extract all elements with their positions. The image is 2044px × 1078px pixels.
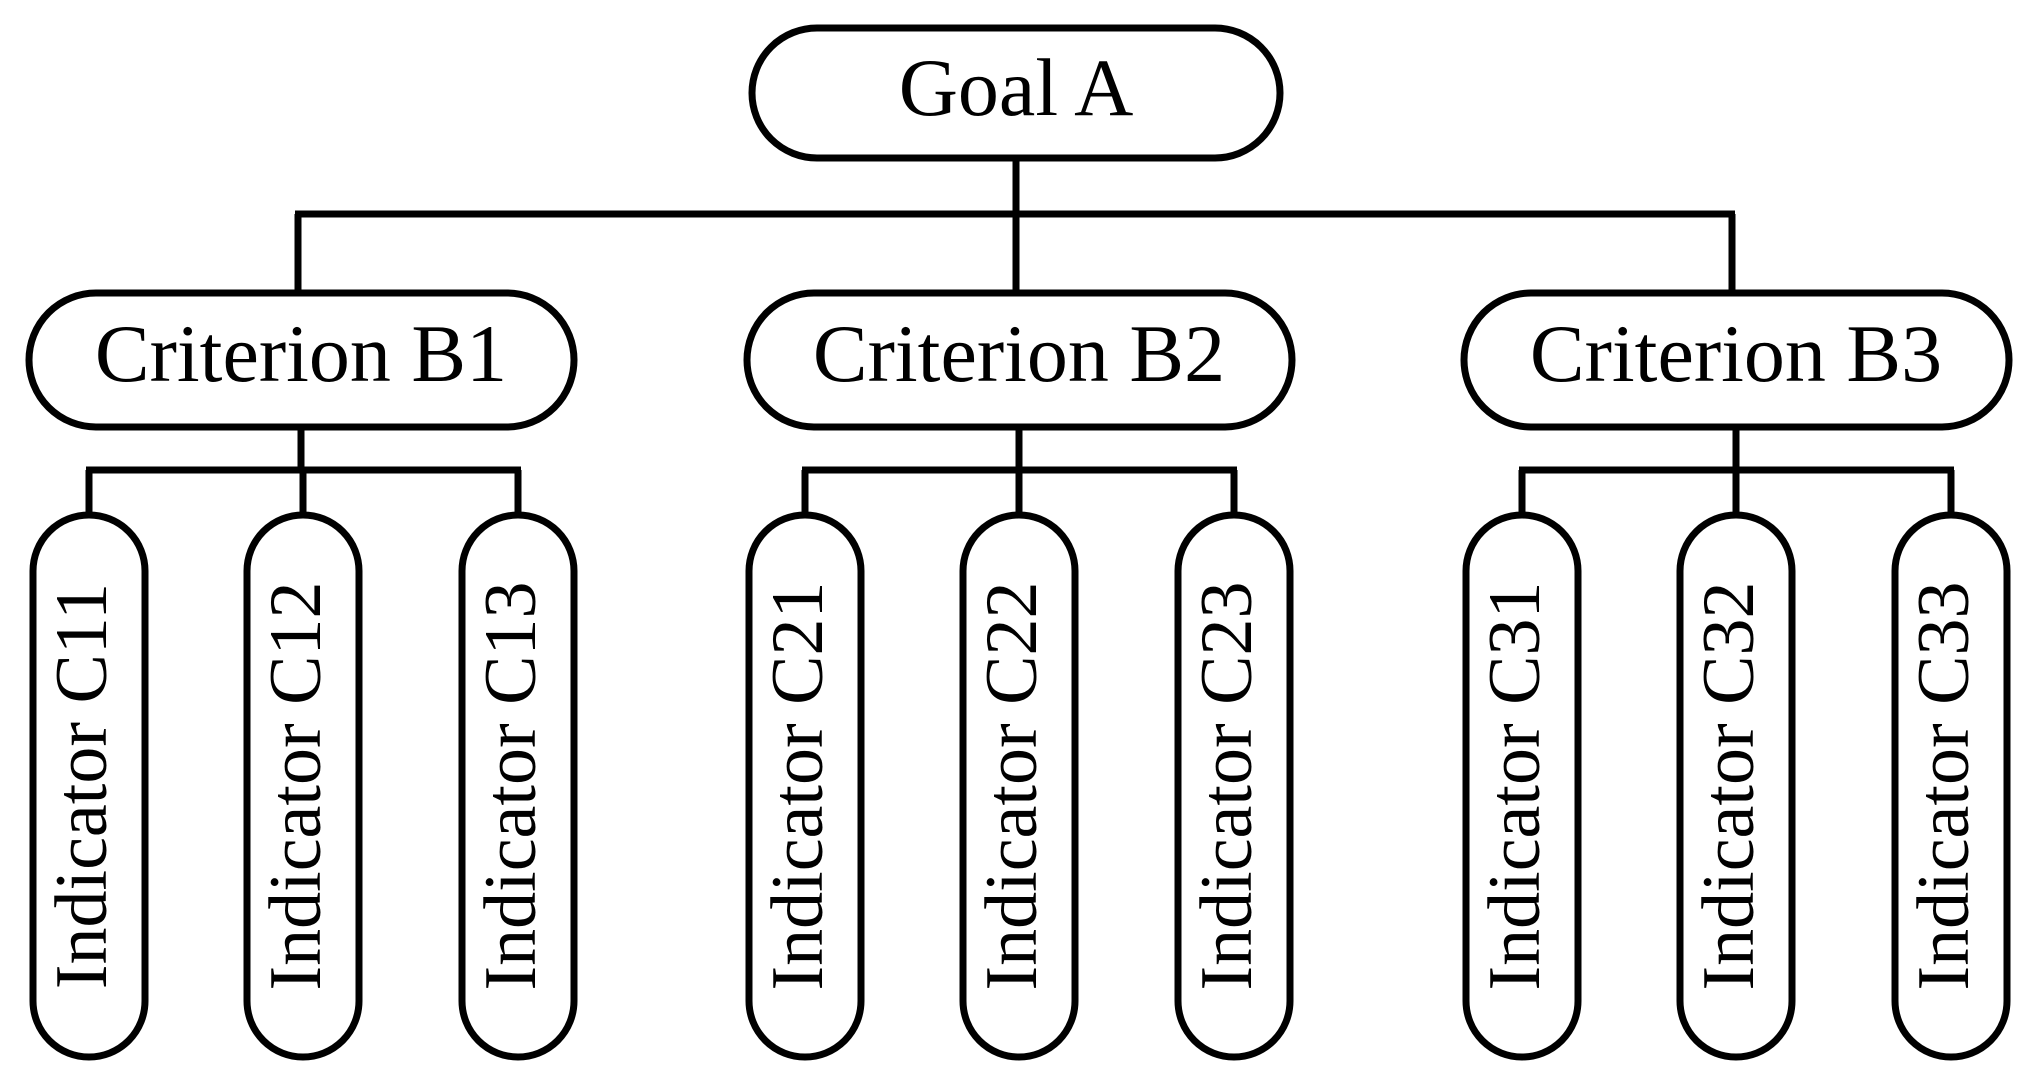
node-indicator-c21[interactable]: Indicator C21 [745, 511, 865, 1061]
connector-group-goal-to-criteria [294, 158, 1736, 296]
node-indicator-c31-shape [1462, 511, 1582, 1061]
node-criterion-b1[interactable]: Criterion B1 [25, 289, 578, 431]
node-indicator-c22[interactable]: Indicator C22 [959, 511, 1079, 1061]
node-goal-a-label: Goal A [899, 42, 1134, 133]
node-criterion-b2[interactable]: Criterion B2 [743, 289, 1296, 431]
node-indicator-c12[interactable]: Indicator C12 [243, 511, 363, 1061]
node-indicator-c11-shape [29, 511, 149, 1061]
node-indicator-c12-label: Indicator C12 [255, 582, 337, 991]
node-criterion-b3-shape [1460, 289, 2013, 431]
node-indicator-c23-shape [1174, 511, 1294, 1061]
node-indicator-c31[interactable]: Indicator C31 [1462, 511, 1582, 1061]
node-indicator-c11[interactable]: Indicator C11 [29, 511, 149, 1061]
connector-group-b1-to-indicators [85, 424, 522, 520]
node-indicator-c11-label: Indicator C11 [41, 583, 123, 989]
node-indicator-c32[interactable]: Indicator C32 [1676, 511, 1796, 1061]
node-criterion-b1-shape [25, 289, 578, 431]
node-indicator-c22-label: Indicator C22 [971, 582, 1053, 991]
node-indicator-c21-shape [745, 511, 865, 1061]
node-indicator-c13[interactable]: Indicator C13 [458, 511, 578, 1061]
node-indicator-c33[interactable]: Indicator C33 [1891, 511, 2011, 1061]
node-indicator-c13-label: Indicator C13 [470, 582, 552, 991]
node-indicator-c13-shape [458, 511, 578, 1061]
node-indicator-c21-label: Indicator C21 [757, 582, 839, 991]
node-indicator-c32-label: Indicator C32 [1688, 582, 1770, 991]
node-indicator-c31-label: Indicator C31 [1474, 582, 1556, 991]
node-indicator-c23-label: Indicator C23 [1186, 582, 1268, 991]
node-criterion-b2-shape [743, 289, 1296, 431]
connector-group-b3-to-indicators [1518, 424, 1955, 520]
node-indicator-c12-shape [243, 511, 363, 1061]
node-goal-a-shape [748, 24, 1284, 162]
node-criterion-b3[interactable]: Criterion B3 [1460, 289, 2013, 431]
node-criterion-b1-label: Criterion B1 [95, 308, 507, 399]
node-criterion-b2-label: Criterion B2 [813, 308, 1225, 399]
node-goal-a[interactable]: Goal A [748, 24, 1284, 162]
node-indicator-c32-shape [1676, 511, 1796, 1061]
node-indicator-c33-shape [1891, 511, 2011, 1061]
node-indicator-c33-label: Indicator C33 [1903, 582, 1985, 991]
node-indicator-c23[interactable]: Indicator C23 [1174, 511, 1294, 1061]
node-criterion-b3-label: Criterion B3 [1530, 308, 1942, 399]
connector-group-b2-to-indicators [801, 424, 1238, 520]
node-indicator-c22-shape [959, 511, 1079, 1061]
